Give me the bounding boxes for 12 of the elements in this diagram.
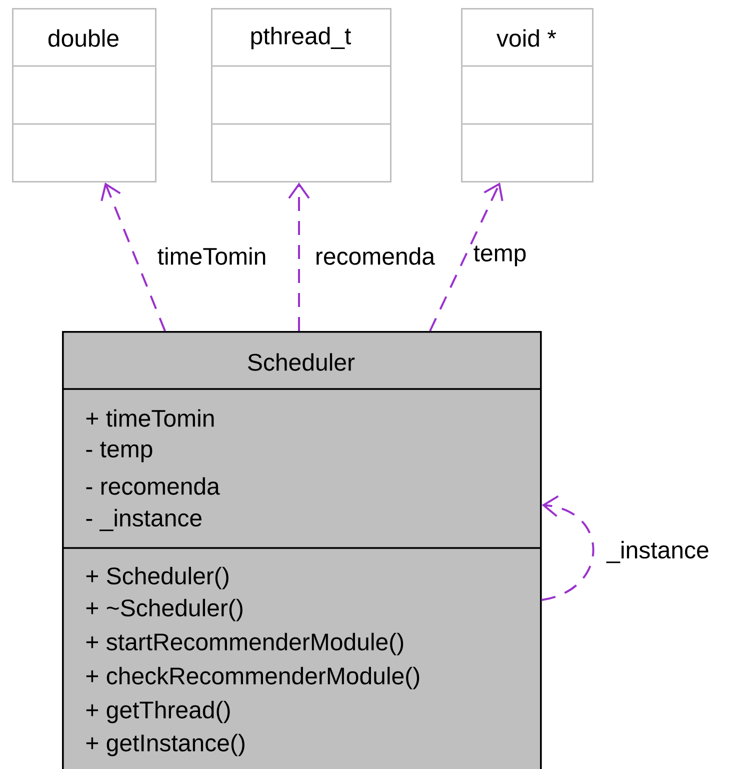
- edge-label: timeTomin: [158, 247, 266, 265]
- edge-label: recomenda: [316, 247, 435, 265]
- class-box: pthread_t: [211, 8, 392, 182]
- dependency-arrow: [100, 182, 166, 332]
- edge-label: temp: [474, 246, 526, 266]
- class-box: void *: [461, 8, 594, 182]
- edge-label: _instance: [606, 540, 708, 564]
- class-box: Scheduler + timeTomin - temp - recomenda - _instance + Scheduler() + ~Scheduler() + startRecommenderModule() + checkRecommenderModule() + getThread() + getInstance(): [62, 331, 542, 769]
- dependency-arrow: [288, 182, 310, 331]
- class-box: double: [12, 8, 156, 182]
- dependency-arrow: [542, 495, 594, 601]
- dependency-arrow: [429, 182, 504, 332]
